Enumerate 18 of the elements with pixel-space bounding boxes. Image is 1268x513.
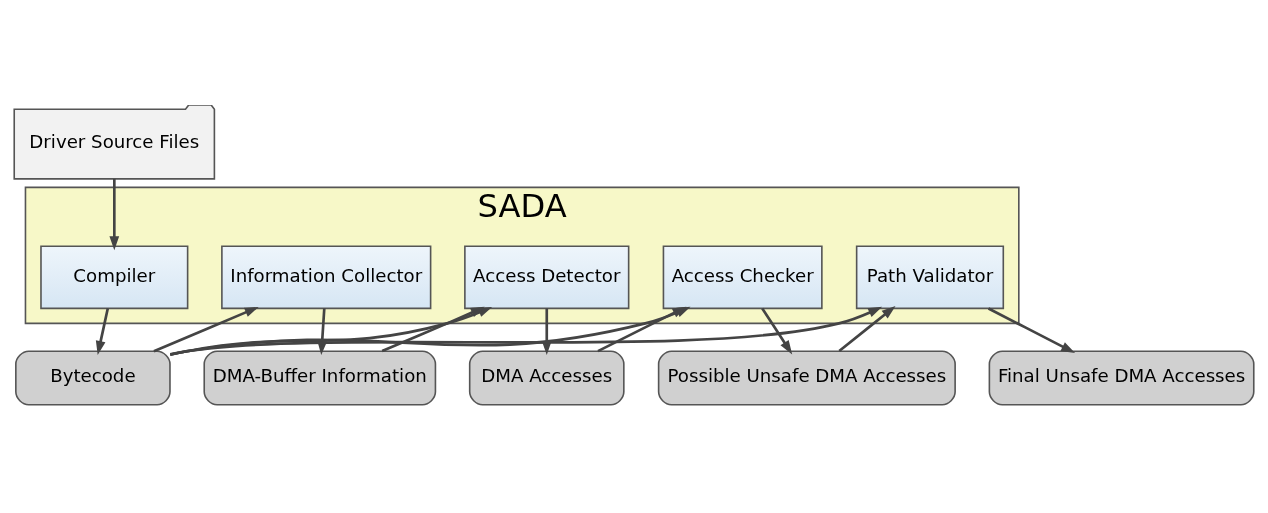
node-box: Path Validator <box>855 245 1005 309</box>
node-box: Final Unsafe DMA Accesses <box>988 349 1255 406</box>
arrow <box>153 306 259 352</box>
node-box: DMA Accesses <box>468 349 625 406</box>
arrow <box>381 306 485 352</box>
node-box: Possible Unsafe DMA Accesses <box>657 349 956 406</box>
arrow <box>987 306 1076 353</box>
node-box: Access Detector <box>464 245 630 309</box>
arrow <box>95 307 110 355</box>
node-box: Bytecode <box>15 349 171 406</box>
arrow <box>597 306 687 352</box>
arrow <box>109 178 120 250</box>
node-box: Access Checker <box>662 245 823 309</box>
node-box: Information Collector <box>221 245 432 309</box>
node-box: Compiler <box>40 245 189 309</box>
arrow <box>838 305 896 352</box>
node-box: DMA-Buffer Information <box>203 349 437 406</box>
arrow <box>761 307 793 354</box>
